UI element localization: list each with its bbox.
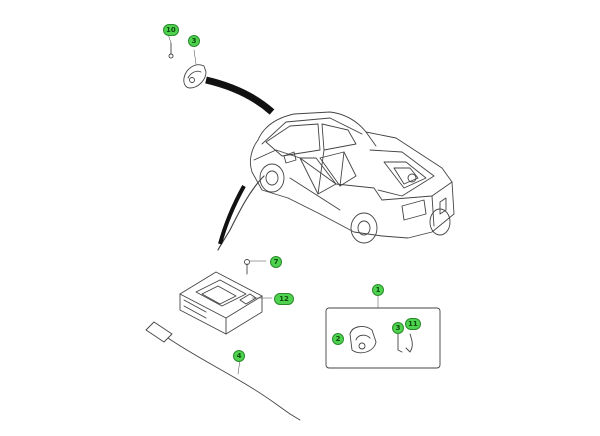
sensor-cable-line [217,175,265,251]
callout-3-kit: 3 [392,322,404,334]
small-bolt-part [167,33,174,59]
callout-12: 12 [274,293,294,305]
upper-sensor-part [183,49,207,89]
antenna-cable-part [145,321,301,421]
callout-1: 1 [372,284,384,296]
callout-7: 7 [270,256,282,268]
seal-strip-lower [218,185,246,245]
callout-3-upper: 3 [188,35,200,47]
callout-2: 2 [332,333,344,345]
callout-11: 11 [405,318,421,330]
control-unit-part [179,259,273,335]
pickup-truck-drawing [249,111,455,244]
callout-10-upper: 10 [163,24,179,36]
kit-frame [325,295,441,369]
callout-4: 4 [233,350,245,362]
seal-strip-upper [205,76,275,115]
